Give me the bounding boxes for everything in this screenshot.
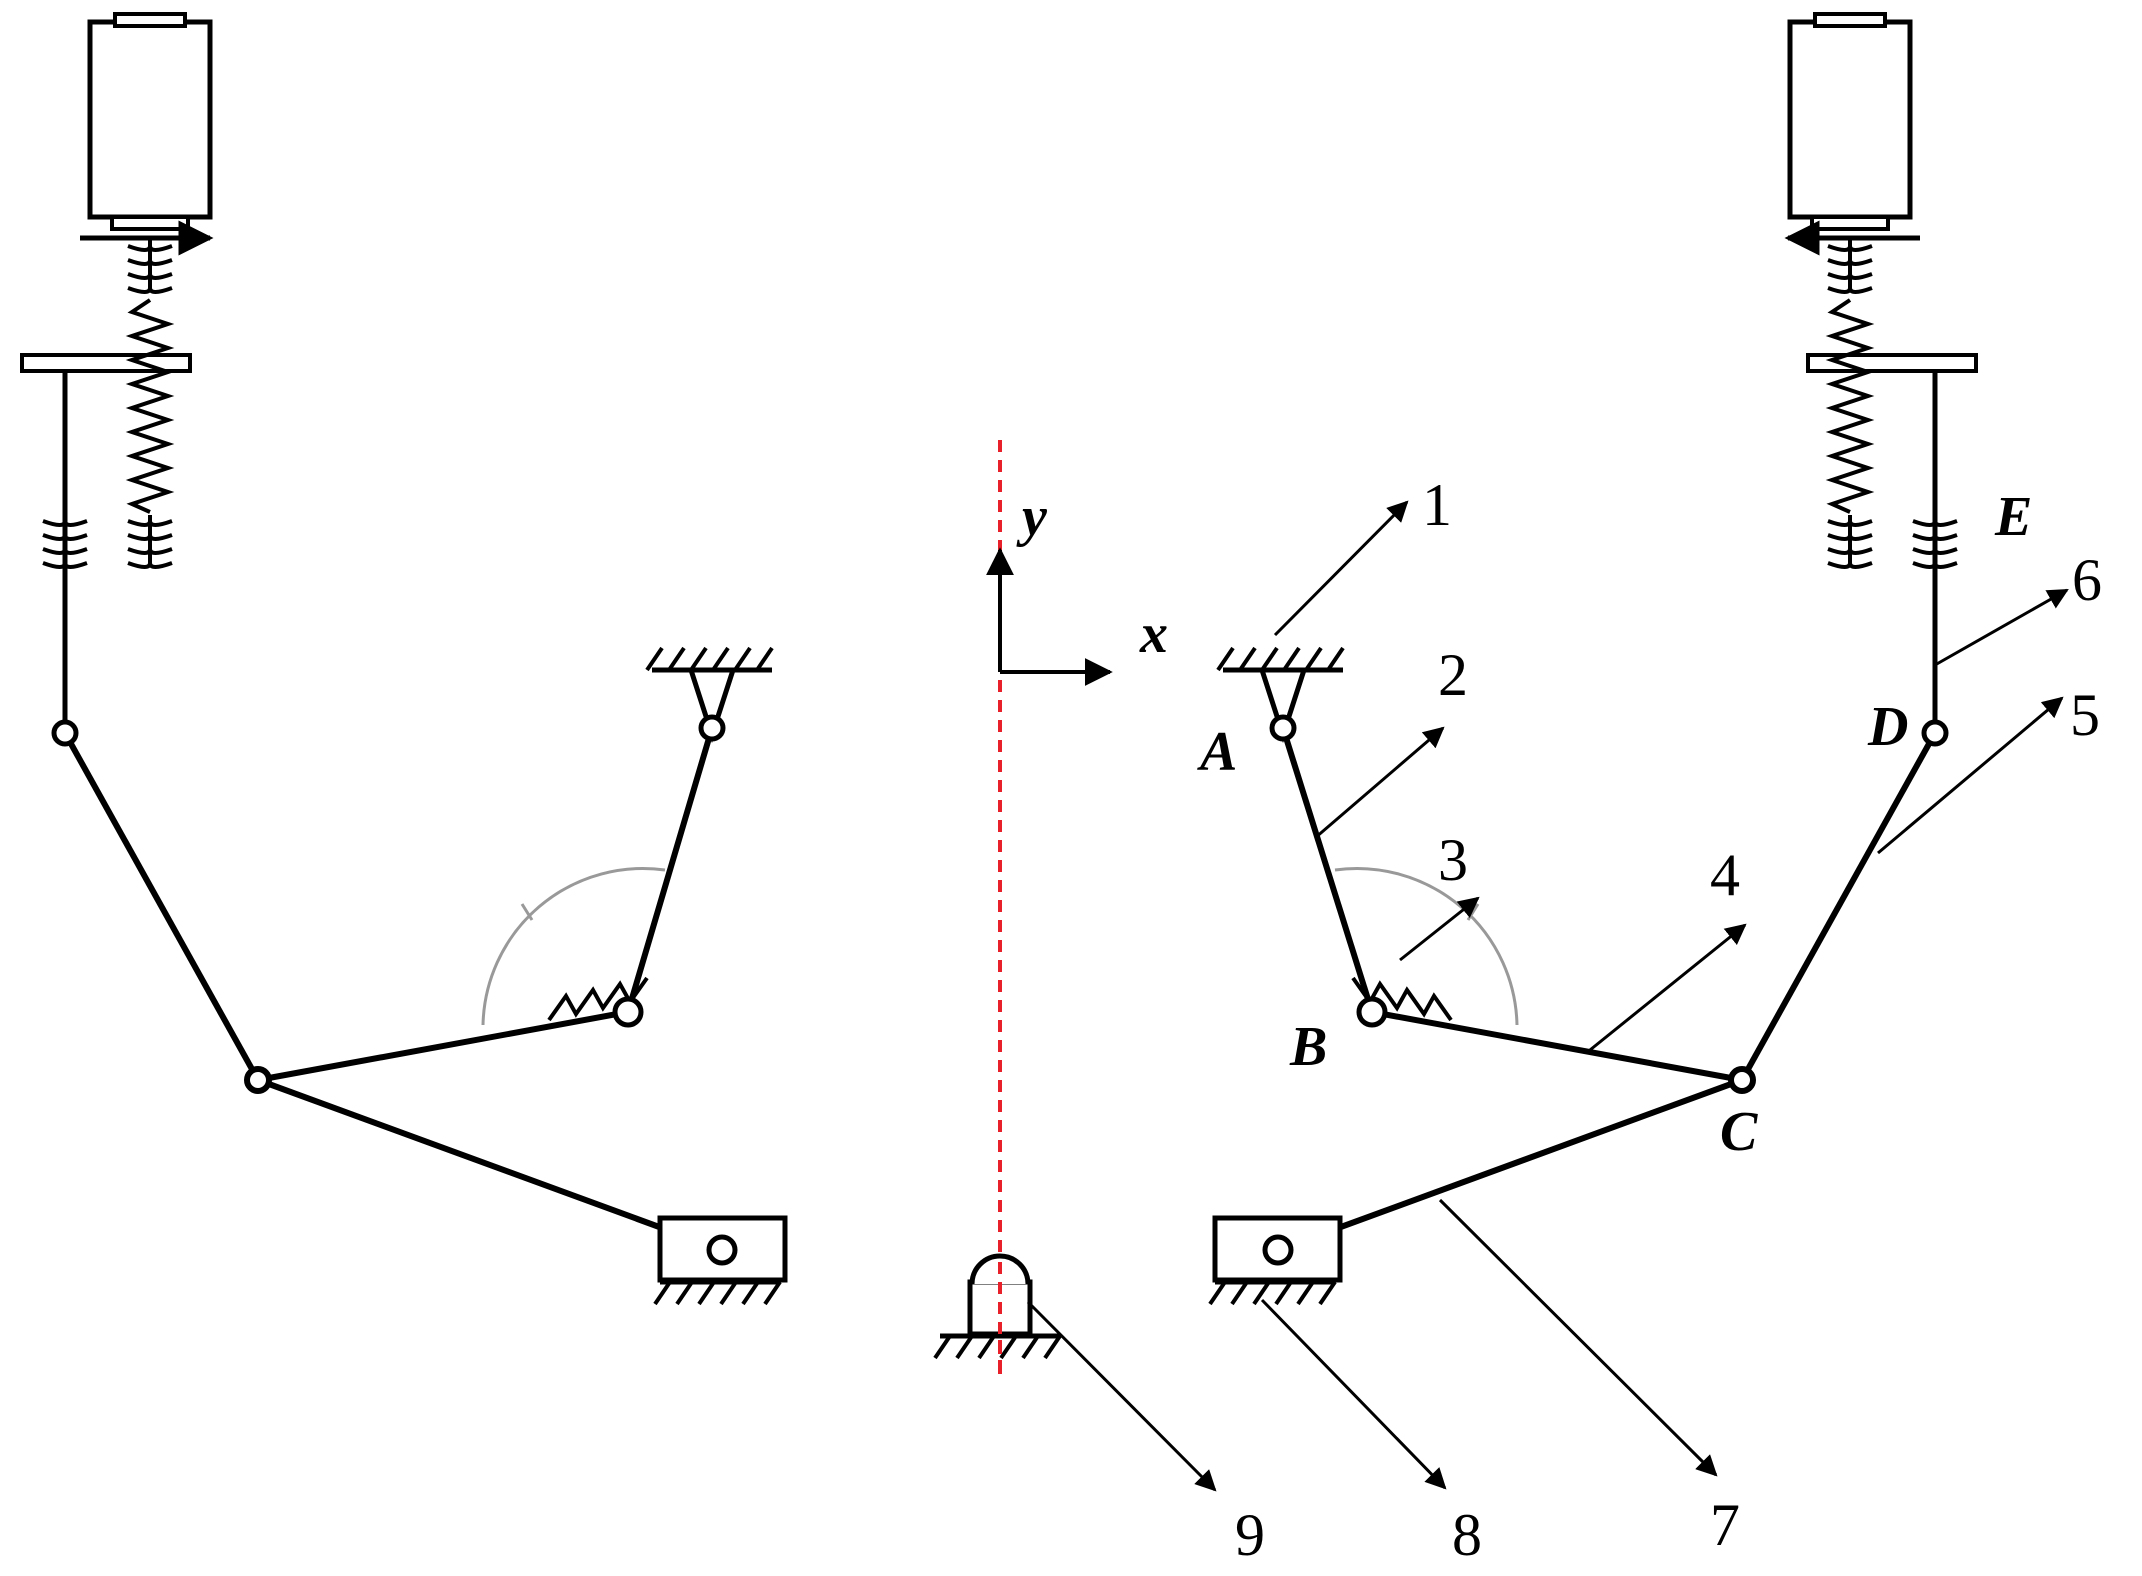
- part-number-labels: 1 2 3 4 5 6 7 8 9: [1235, 472, 2102, 1568]
- part-number-7: 7: [1710, 1492, 1740, 1558]
- left-actuator: [20, 12, 214, 730]
- part-number-3: 3: [1438, 827, 1468, 893]
- part-number-2: 2: [1438, 642, 1468, 708]
- center-support: [935, 1253, 1060, 1380]
- part-number-8: 8: [1452, 1502, 1482, 1568]
- part-number-1: 1: [1422, 472, 1452, 538]
- right-linkage: [1210, 648, 1949, 1304]
- part-number-6: 6: [2072, 547, 2102, 613]
- point-labels: A B C D E: [1197, 486, 2032, 1163]
- coordinate-axes: y x: [986, 486, 1168, 686]
- right-actuator: [1784, 12, 1978, 730]
- left-linkage: [51, 648, 788, 1304]
- point-label-d: D: [1867, 696, 1908, 758]
- part-number-5: 5: [2070, 682, 2100, 748]
- point-label-b: B: [1289, 1016, 1327, 1078]
- point-label-c: C: [1720, 1101, 1758, 1163]
- y-axis-label: y: [1016, 486, 1048, 548]
- part-number-9: 9: [1235, 1502, 1265, 1568]
- point-label-e: E: [1994, 486, 2032, 548]
- point-label-a: A: [1197, 721, 1237, 783]
- part-number-4: 4: [1710, 842, 1740, 908]
- x-axis-label: x: [1139, 603, 1168, 665]
- callout-leaders: [1026, 500, 2069, 1492]
